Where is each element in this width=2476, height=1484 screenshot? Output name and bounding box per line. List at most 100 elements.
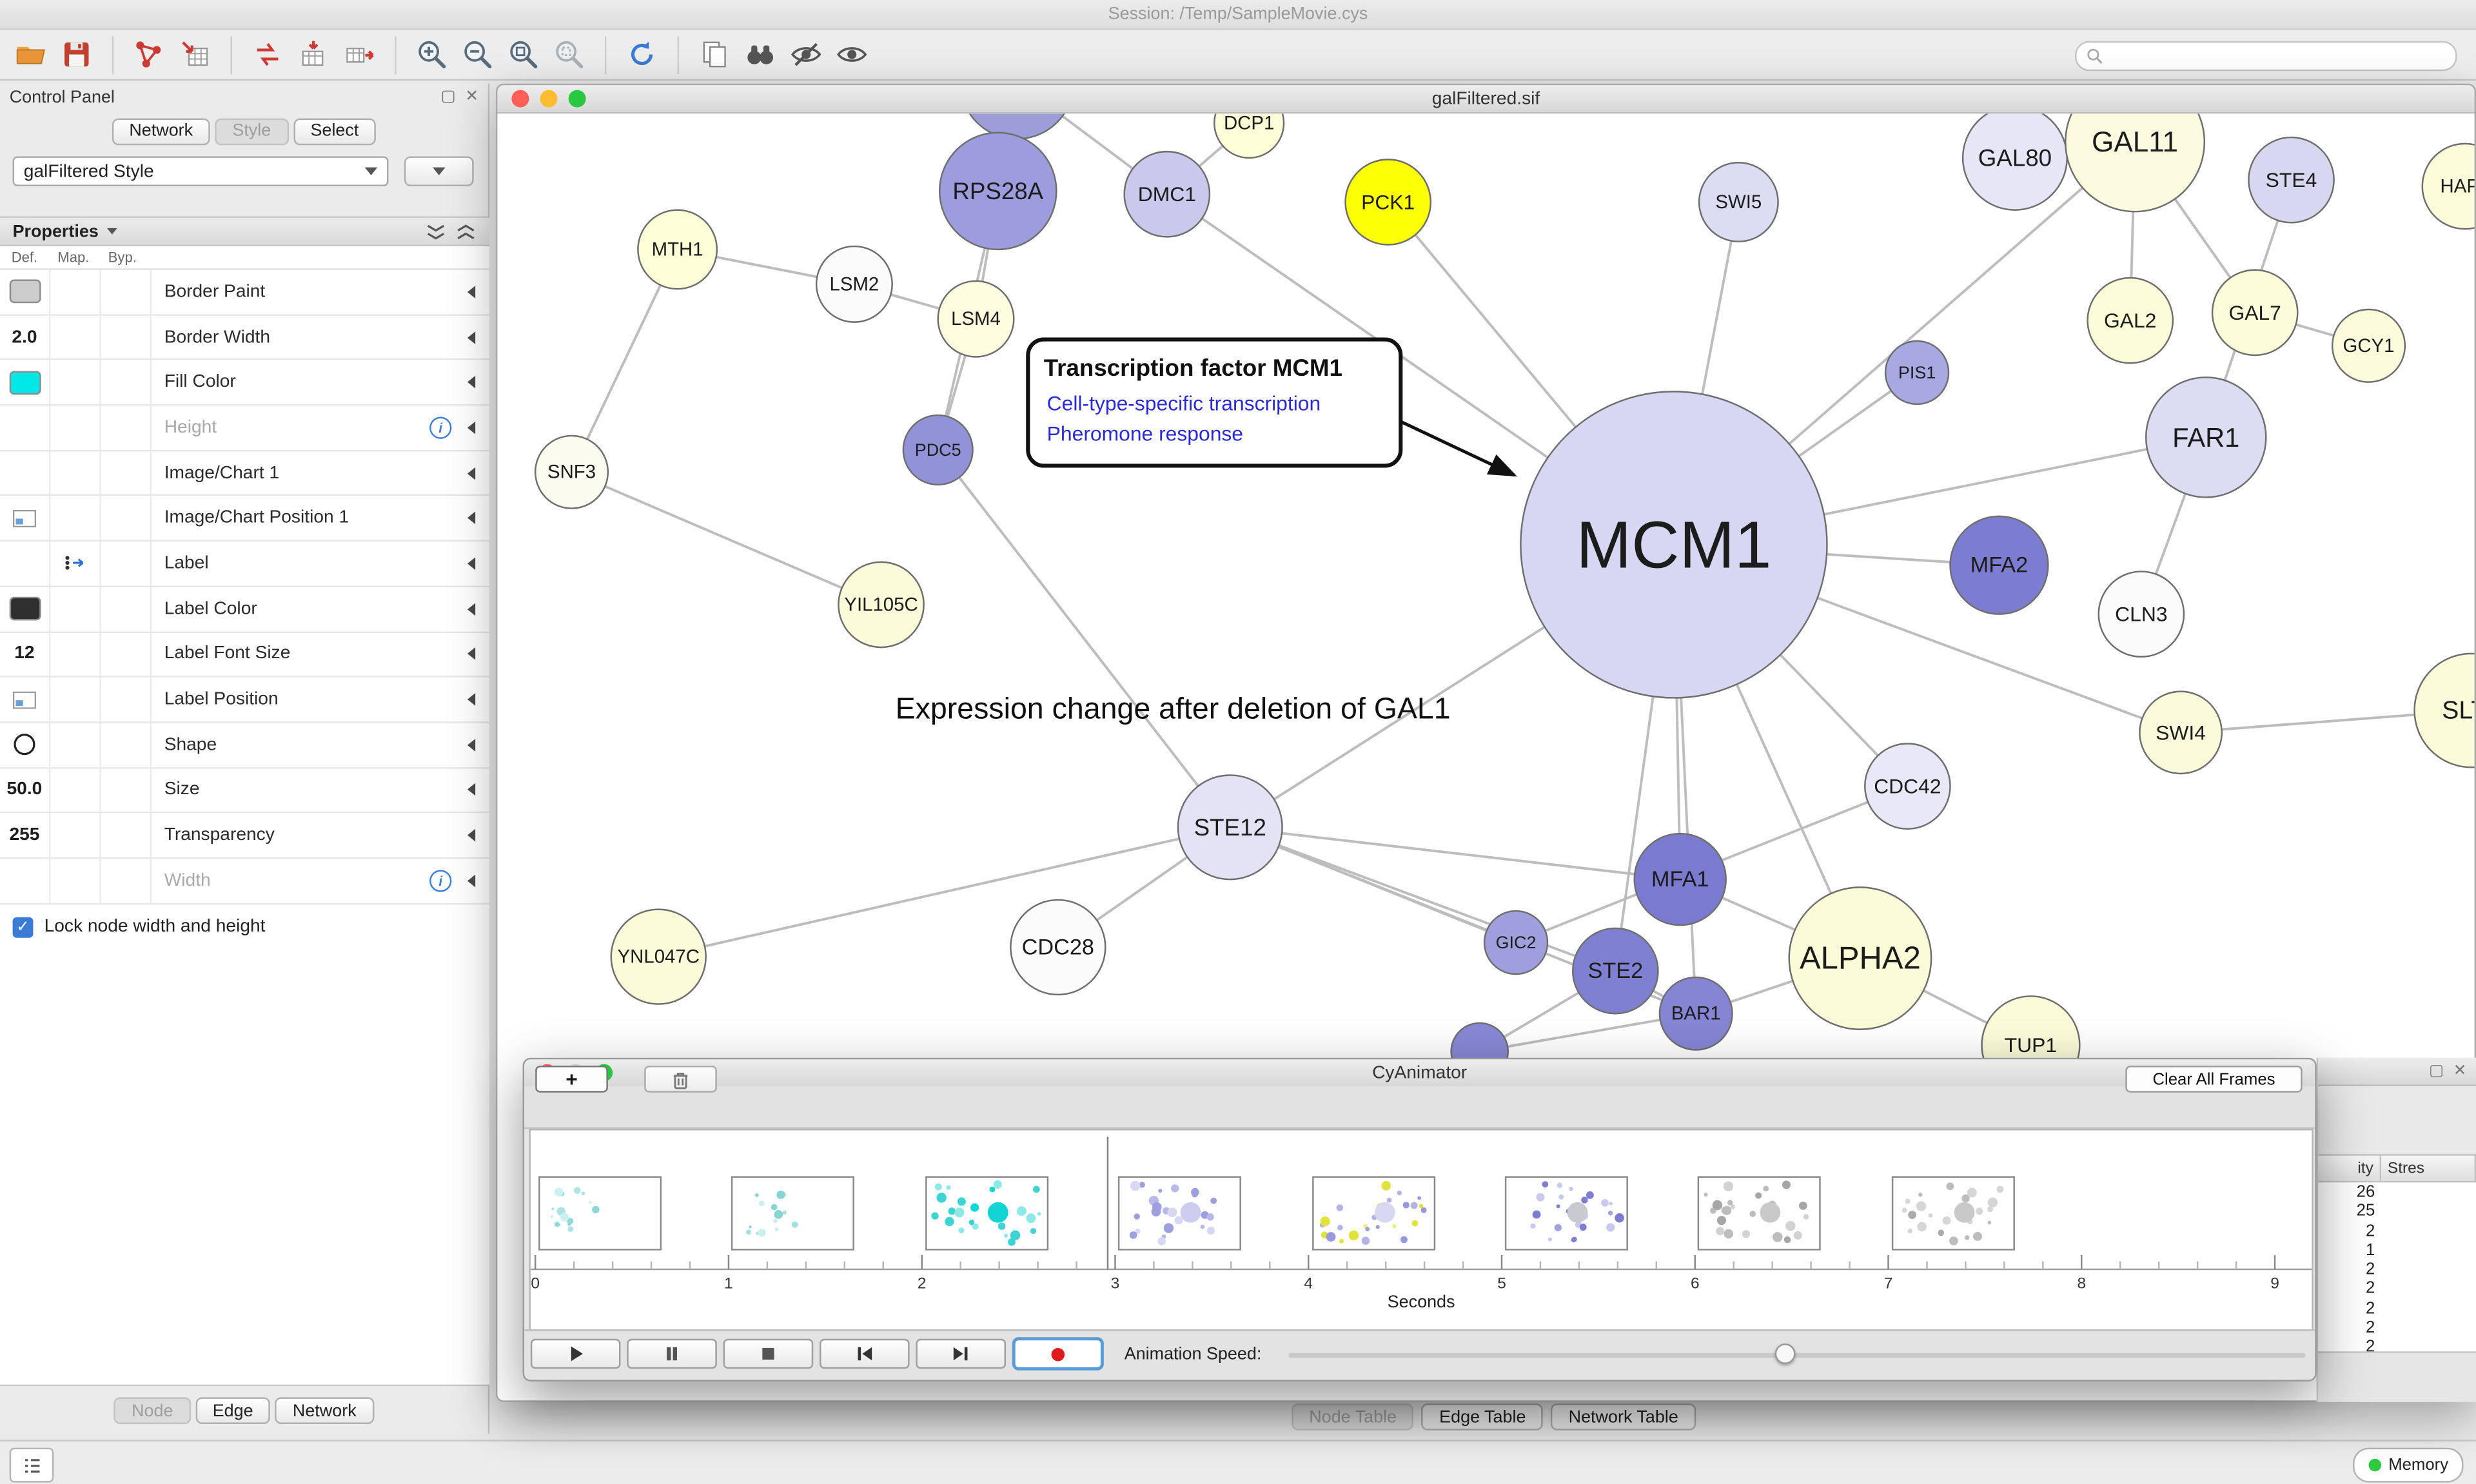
network-node-far1[interactable]: FAR1 (2145, 376, 2267, 498)
network-node-rps28a[interactable]: RPS28A (938, 132, 1057, 251)
annotation-box[interactable]: Transcription factor MCM1Cell-type-speci… (1026, 337, 1518, 477)
skip-to-end-button[interactable] (916, 1338, 1007, 1369)
network-node-ste4[interactable]: STE4 (2248, 136, 2335, 224)
collapse-row-icon[interactable] (467, 285, 476, 298)
import-network-table-icon[interactable] (295, 36, 331, 72)
zoom-fit-icon[interactable] (506, 36, 542, 72)
network-node-slt2[interactable]: SLT2 (2413, 652, 2475, 768)
lock-size-checkbox[interactable]: ✓ (12, 916, 34, 937)
close-panel-icon[interactable]: ✕ (465, 88, 479, 106)
timeline-frame-thumbnail-1[interactable] (731, 1176, 855, 1251)
caption-annotation[interactable]: Expression change after deletion of GAL1 (896, 691, 1451, 725)
table-row[interactable]: 2 (2365, 1221, 2375, 1240)
property-row-label-position[interactable]: Label Position (0, 678, 490, 723)
mapping-cell[interactable] (50, 496, 101, 540)
network-node-gal2[interactable]: GAL2 (2087, 277, 2174, 364)
copy-icon[interactable] (696, 36, 732, 72)
memory-button[interactable]: Memory (2353, 1447, 2464, 1483)
mapping-cell[interactable] (50, 813, 101, 857)
network-edge[interactable] (937, 449, 1232, 828)
timeline-frame-thumbnail-5[interactable] (1504, 1176, 1628, 1251)
network-node-mcm1[interactable]: MCM1 (1520, 391, 1828, 699)
collapse-row-icon[interactable] (467, 738, 476, 752)
property-row-label[interactable]: Label (0, 542, 490, 587)
network-node-mth1[interactable]: MTH1 (637, 209, 718, 290)
bypass-cell[interactable] (101, 859, 152, 903)
property-row-shape[interactable]: Shape (0, 723, 490, 768)
network-edge[interactable] (570, 249, 679, 473)
table-tab-edge-table[interactable]: Edge Table (1422, 1403, 1544, 1430)
collapse-row-icon[interactable] (467, 874, 476, 887)
network-node-gcy1[interactable]: GCY1 (2331, 308, 2406, 383)
collapse-row-icon[interactable] (467, 828, 476, 842)
save-session-icon[interactable] (59, 36, 95, 72)
refresh-view-icon[interactable] (624, 36, 660, 72)
network-node-swi4[interactable]: SWI4 (2139, 690, 2223, 775)
zoom-out-icon[interactable] (460, 36, 496, 72)
network-node-mfa2[interactable]: MFA2 (1949, 515, 2049, 615)
bypass-cell[interactable] (101, 723, 152, 767)
float-panel-icon[interactable]: ▢ (2428, 1061, 2444, 1079)
clear-all-frames-button[interactable]: Clear All Frames (2125, 1066, 2303, 1093)
default-value-cell[interactable] (0, 723, 51, 767)
table-row[interactable]: 2 (2365, 1338, 2375, 1353)
default-value-cell[interactable]: 50.0 (0, 768, 51, 812)
property-row-image-chart-1[interactable]: Image/Chart 1 (0, 451, 490, 497)
float-panel-icon[interactable]: ▢ (440, 88, 456, 106)
network-node-lsm4[interactable]: LSM4 (937, 280, 1015, 358)
mapping-cell[interactable] (50, 678, 101, 721)
network-node-dmc1[interactable]: DMC1 (1123, 150, 1211, 238)
network-node-mfa1[interactable]: MFA1 (1633, 832, 1727, 926)
timeline-frame-thumbnail-7[interactable] (1891, 1176, 2015, 1251)
tab-style[interactable]: Style (215, 117, 289, 145)
bypass-cell[interactable] (101, 678, 152, 721)
mapping-cell[interactable] (50, 859, 101, 903)
network-node-hap[interactable]: HAP4 (2421, 142, 2475, 230)
table-row[interactable]: 1 (2365, 1240, 2375, 1260)
stop-button[interactable] (723, 1338, 814, 1369)
network-node-cln3[interactable]: CLN3 (2098, 571, 2185, 658)
default-value-cell[interactable] (0, 269, 51, 314)
table-row[interactable]: 26 (2356, 1182, 2375, 1202)
open-session-icon[interactable] (13, 36, 49, 72)
collapse-row-icon[interactable] (467, 466, 476, 480)
default-value-cell[interactable] (0, 496, 51, 540)
timeline-frame-thumbnail-3[interactable] (1118, 1176, 1242, 1251)
expand-all-icon[interactable] (455, 224, 477, 239)
timeline-playhead[interactable] (1106, 1137, 1109, 1269)
table-row[interactable]: 25 (2356, 1202, 2375, 1221)
table-tab-node-table[interactable]: Node Table (1292, 1403, 1414, 1430)
record-button[interactable] (1012, 1337, 1104, 1371)
timeline-frame-thumbnail-2[interactable] (925, 1176, 1048, 1251)
collapse-all-icon[interactable] (425, 224, 447, 239)
add-frame-button[interactable]: + (535, 1066, 608, 1093)
cyanimator-titlebar[interactable]: CyAnimator (524, 1059, 2315, 1088)
property-row-label-color[interactable]: Label Color (0, 587, 490, 632)
zoom-window-icon[interactable] (568, 90, 586, 108)
mapping-cell[interactable] (50, 360, 101, 405)
table-column-stres[interactable]: Stres (2381, 1154, 2476, 1183)
mapping-cell[interactable] (50, 269, 101, 314)
info-icon[interactable]: i (429, 869, 452, 892)
bypass-cell[interactable] (101, 813, 152, 857)
network-edge[interactable] (571, 471, 882, 606)
bypass-cell[interactable] (101, 542, 152, 586)
panel-tab-network[interactable]: Network (275, 1397, 374, 1424)
bypass-cell[interactable] (101, 315, 152, 359)
collapse-row-icon[interactable] (467, 602, 476, 616)
collapse-row-icon[interactable] (467, 557, 476, 571)
network-node-alpha2[interactable]: ALPHA2 (1788, 886, 1932, 1030)
bypass-cell[interactable] (101, 405, 152, 450)
minimize-window-icon[interactable] (540, 90, 558, 108)
default-value-cell[interactable] (0, 405, 51, 450)
network-node-snf3[interactable]: SNF3 (534, 434, 609, 509)
collapse-row-icon[interactable] (467, 693, 476, 706)
network-node-gal11[interactable]: GAL11 (2065, 113, 2205, 213)
network-node-gal7[interactable]: GAL7 (2211, 269, 2299, 356)
collapse-row-icon[interactable] (467, 421, 476, 434)
zoom-in-icon[interactable] (414, 36, 450, 72)
